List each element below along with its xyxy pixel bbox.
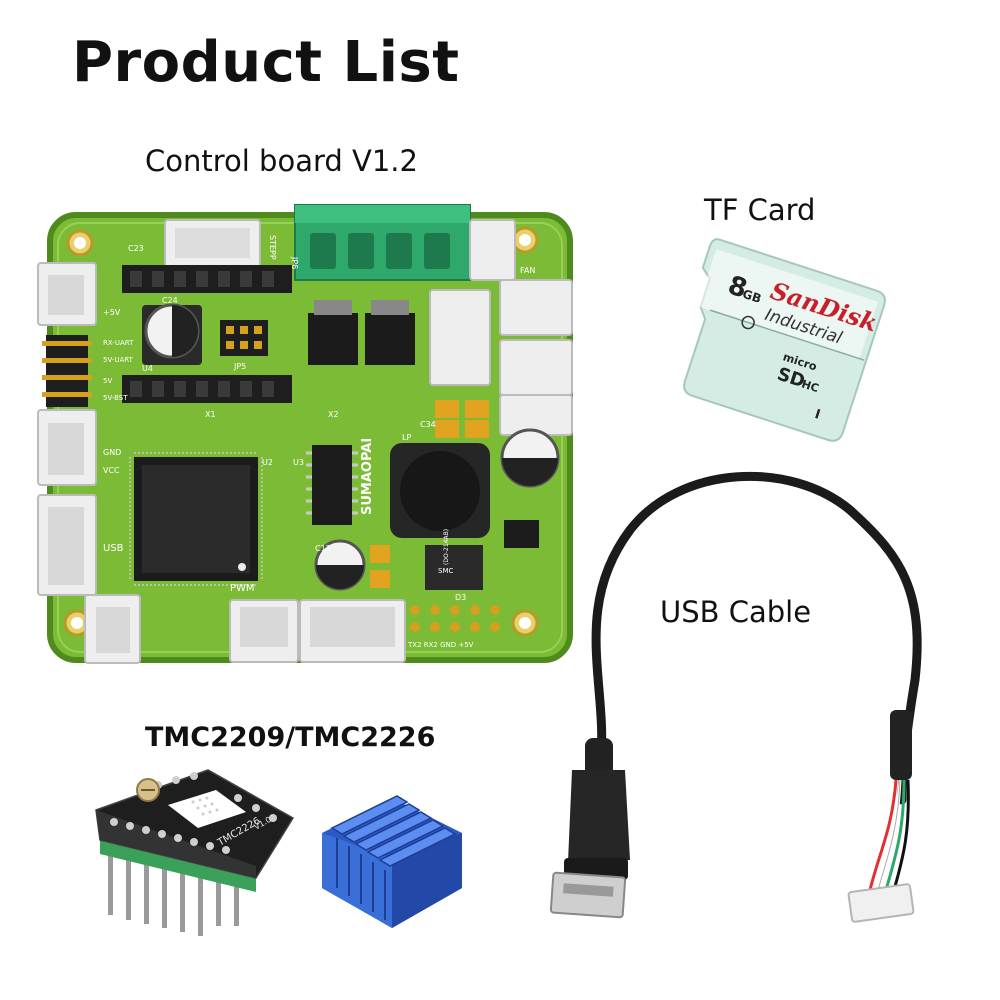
card-hc: HC: [800, 377, 820, 395]
silk-brand: SUMAOPAI: [360, 438, 375, 515]
usb-cable-label: USB Cable: [660, 595, 812, 629]
card-class: I: [813, 407, 822, 423]
silk-rx-uart: RX-UART: [103, 339, 134, 347]
card-unit: GB: [741, 287, 763, 306]
smc-diode: [425, 545, 483, 590]
silk-usb: USB: [103, 543, 124, 554]
silk-x2: X2: [328, 410, 339, 419]
uart-pin-header: [42, 335, 92, 407]
silk-do214: (DO-214AB): [443, 529, 450, 565]
control-board-label: Control board V1.2: [145, 144, 418, 178]
silk-stepp: STEPP: [268, 235, 277, 260]
silk-x1: X1: [205, 410, 216, 419]
silk-jp6: JP6: [290, 256, 299, 269]
uart-pads: [410, 605, 500, 632]
silk-c34: C34: [420, 420, 436, 429]
driver-label: TMC2209/TMC2226: [145, 722, 436, 753]
tf-card-image: SanDisk Industrial 8 GB micro SD HC I: [683, 238, 886, 442]
capacitor-right: [500, 428, 560, 488]
silk-pwm: PWM: [230, 583, 255, 594]
capacitor-c12: [314, 539, 366, 591]
silk-c12: C12: [315, 544, 331, 553]
silk-lp: LP: [402, 433, 411, 442]
capacitor-c24: [142, 303, 202, 365]
mcu-chip: [129, 452, 263, 586]
silk-5v-left: +5V: [103, 308, 121, 317]
usb-a-plug: [549, 770, 630, 919]
jst-connector: [847, 883, 915, 923]
u3-ic: [306, 445, 358, 525]
silk-fan: FAN: [520, 266, 535, 275]
silk-u3: U3: [293, 458, 304, 467]
silk-c24: C24: [162, 296, 178, 305]
usb-cable-image: [549, 471, 922, 923]
inductor: [390, 443, 490, 538]
silk-tx-uart: 5V-UART: [103, 356, 134, 364]
small-ic: [504, 520, 539, 548]
heatsink-image: [322, 795, 462, 928]
silk-vcc: VCC: [103, 466, 120, 475]
silk-5v-bst: 5V-BST: [103, 394, 128, 402]
stepper-header-bottom: [122, 375, 292, 403]
silk-pins: TX2 RX2 GND +5V: [407, 641, 474, 649]
silk-gnd: GND: [103, 448, 121, 457]
page-title: Product List: [72, 30, 460, 95]
silk-5v: 5V: [103, 377, 112, 385]
jumper-jp5: [220, 320, 268, 356]
silk-u2: U2: [262, 458, 273, 467]
control-board-image: SUMAOPAI JP6 STEPP FAN C23 C24 JP5 U4 U2…: [37, 204, 573, 664]
silk-c23: C23: [128, 244, 144, 253]
stepper-header-top: [122, 265, 292, 293]
mosfets: [308, 300, 415, 365]
silk-jp5: JP5: [233, 362, 246, 371]
tantalum-caps: [370, 400, 489, 588]
power-terminal: [294, 204, 471, 281]
stepper-driver-image: TMC2226 V1.0: [95, 769, 295, 936]
silk-d3: D3: [455, 593, 466, 602]
silk-u4: U4: [142, 364, 153, 373]
silk-smc: SMC: [438, 567, 453, 575]
tf-card-label: TF Card: [704, 193, 816, 227]
